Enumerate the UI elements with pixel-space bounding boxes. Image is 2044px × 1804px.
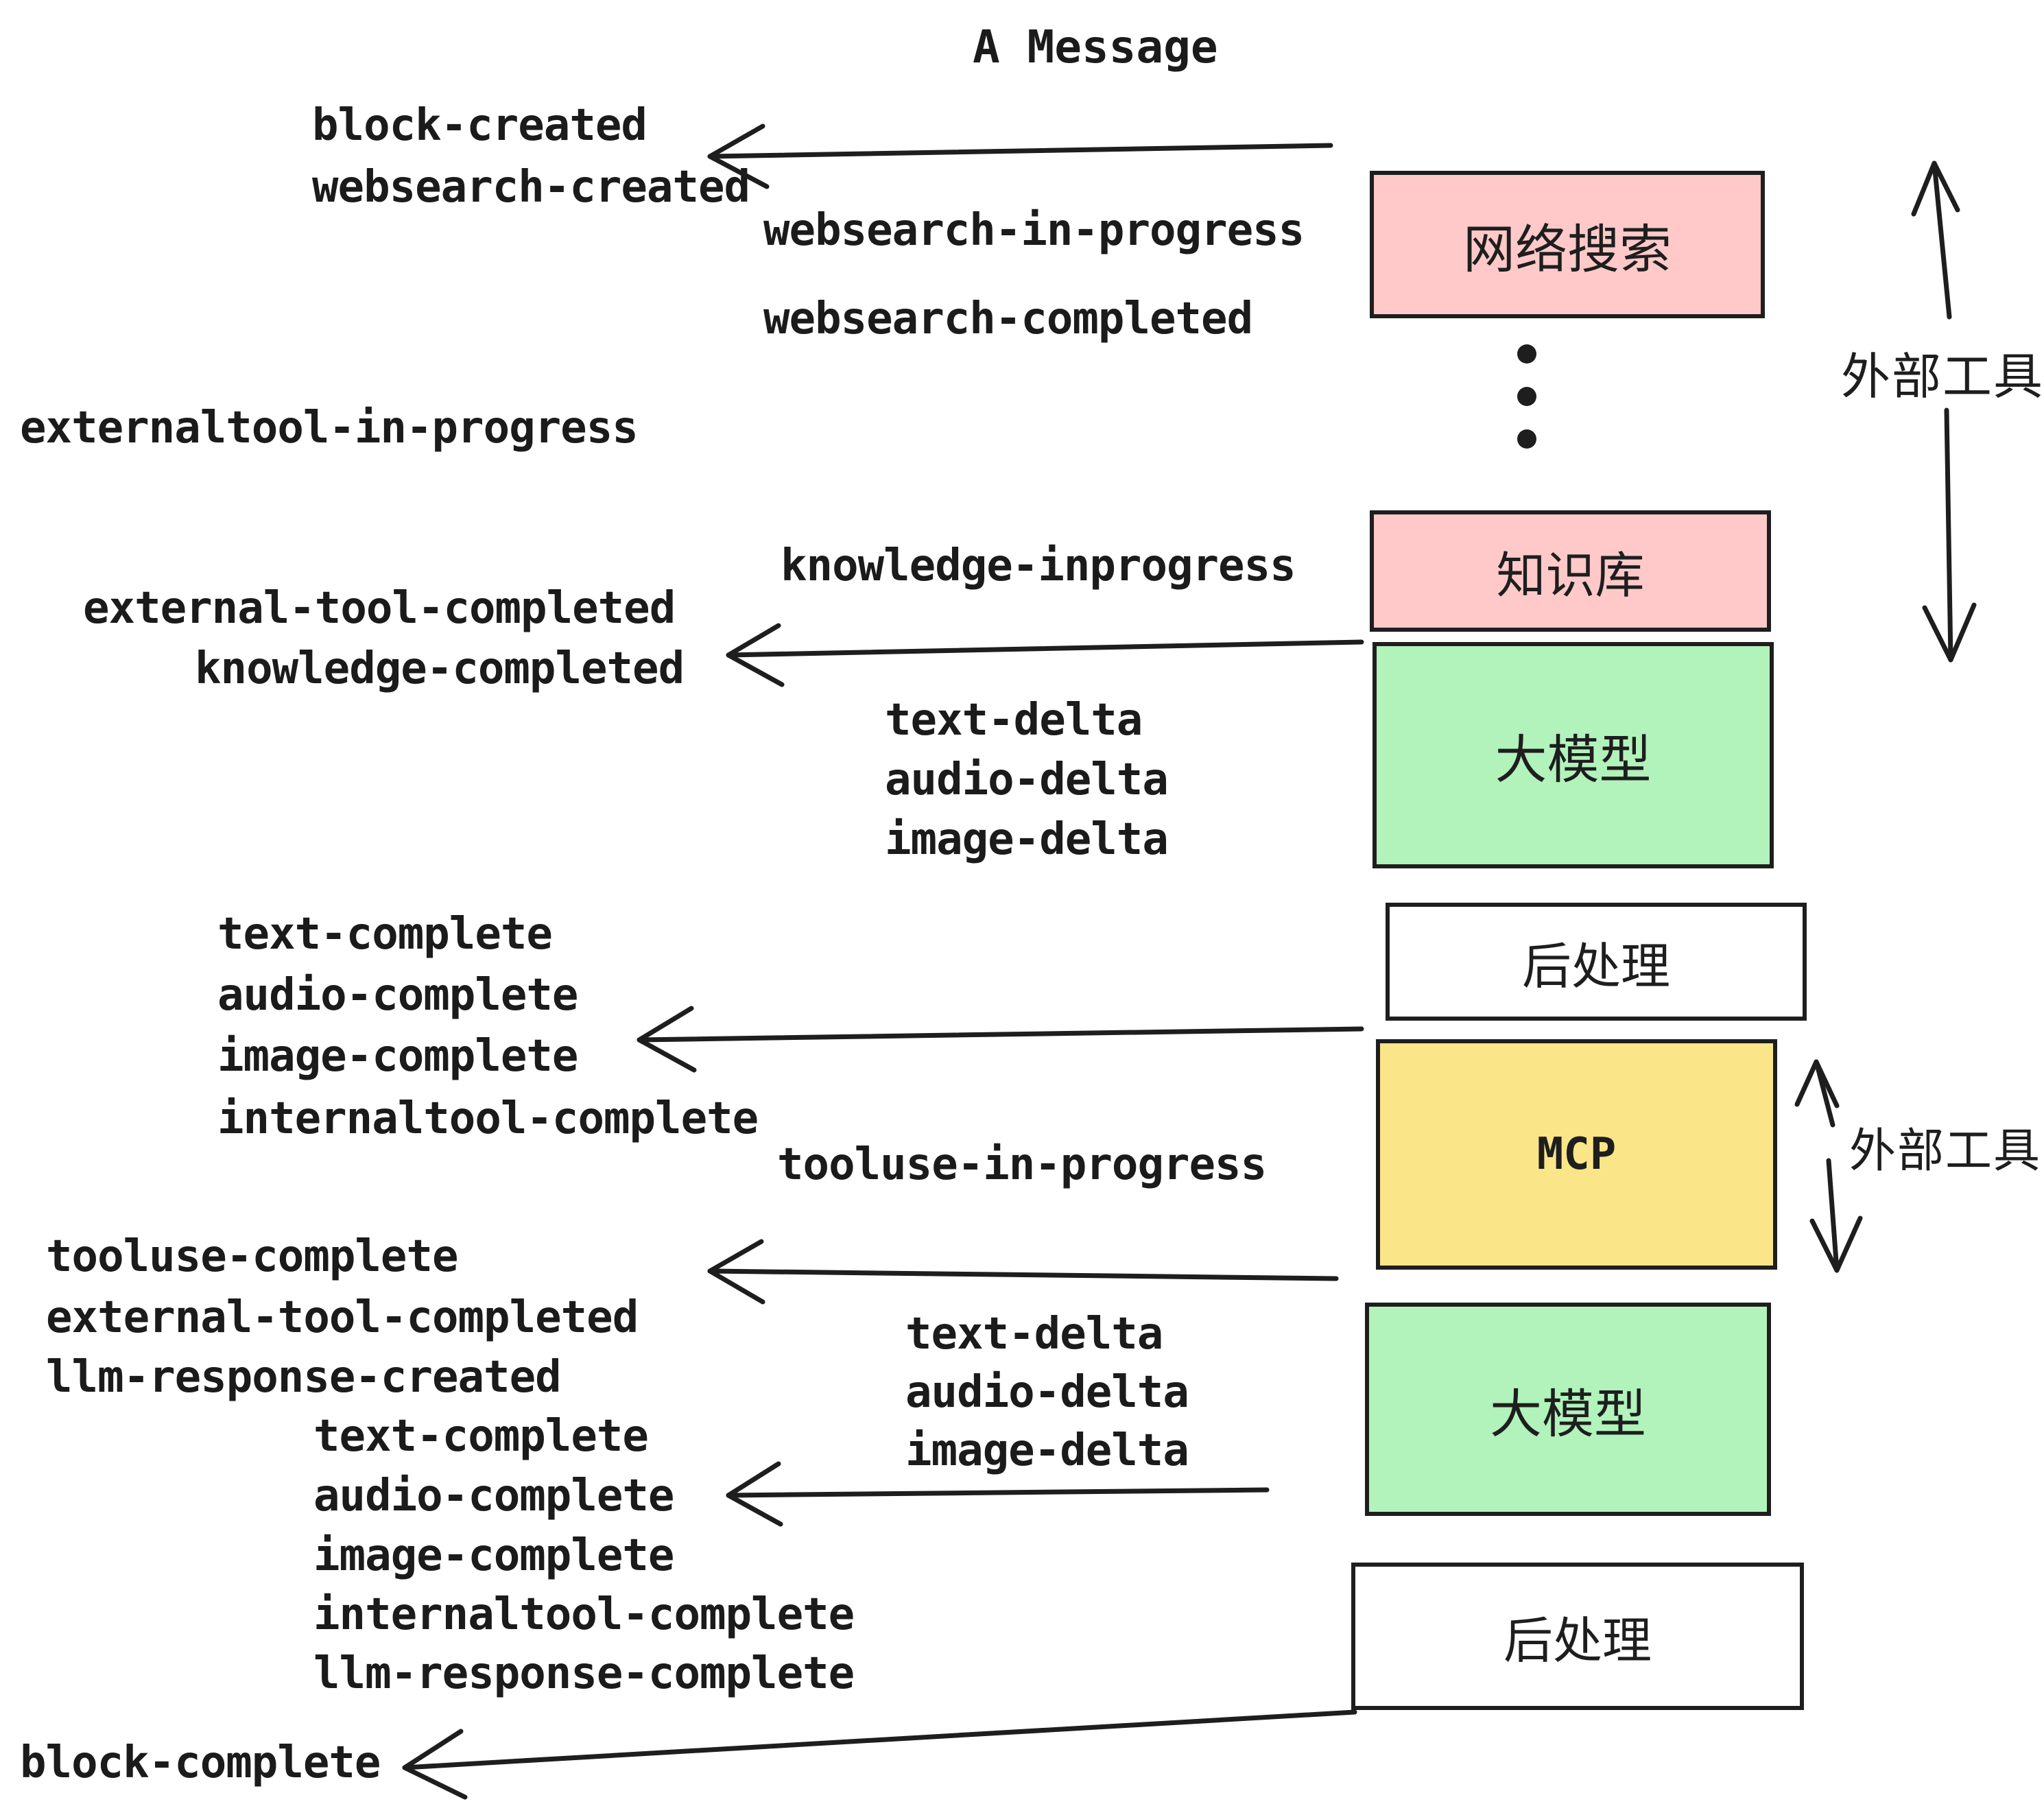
event-llm-response-created: llm-response-created xyxy=(46,1352,562,1403)
box-postprocess-1: 后处理 xyxy=(1386,903,1807,1021)
external-tools-down-arrow-icon xyxy=(1922,407,1977,663)
event-text-delta-2: text-delta xyxy=(905,1309,1163,1360)
event-audio-delta-2: audio-delta xyxy=(905,1367,1189,1418)
event-image-complete: image-complete xyxy=(217,1031,578,1082)
event-audio-delta: audio-delta xyxy=(885,755,1169,805)
arrow-to-block-complete-icon xyxy=(402,1709,1357,1800)
external-tools-up-arrow-icon xyxy=(1911,161,1960,320)
event-image-complete-2: image-complete xyxy=(313,1530,674,1581)
event-image-delta: image-delta xyxy=(885,814,1169,865)
event-text-delta: text-delta xyxy=(885,695,1143,746)
event-websearch-in-progress: websearch-in-progress xyxy=(763,205,1305,256)
arrow-to-tooluse-complete-icon xyxy=(707,1239,1339,1305)
arrow-to-image-complete-icon xyxy=(637,1006,1364,1073)
box-postprocess-2-label: 后处理 xyxy=(1503,1612,1652,1670)
box-websearch-label: 网络搜索 xyxy=(1463,218,1672,280)
box-llm-2: 大模型 xyxy=(1365,1303,1771,1516)
box-websearch: 网络搜索 xyxy=(1370,171,1765,318)
event-image-delta-2: image-delta xyxy=(905,1425,1189,1476)
diagram-title: A Message xyxy=(973,21,1218,73)
box-llm-2-label: 大模型 xyxy=(1490,1383,1646,1445)
event-knowledge-completed: knowledge-completed xyxy=(195,643,685,694)
event-websearch-completed: websearch-completed xyxy=(763,294,1253,344)
event-block-created: block-created xyxy=(312,100,647,151)
event-tooluse-in-progress: tooluse-in-progress xyxy=(777,1139,1267,1190)
event-websearch-created: websearch-created xyxy=(312,162,750,213)
vertical-ellipsis-icon xyxy=(1517,344,1536,449)
event-llm-response-complete: llm-response-complete xyxy=(313,1648,855,1699)
arrow-to-block-created-icon xyxy=(707,123,1333,189)
event-tooluse-complete: tooluse-complete xyxy=(46,1231,458,1282)
arrow-to-knowledge-completed-icon xyxy=(726,623,1364,687)
event-knowledge-inprogress: knowledge-inprogress xyxy=(781,541,1296,591)
box-knowledge: 知识库 xyxy=(1370,510,1771,632)
event-block-complete: block-complete xyxy=(20,1737,381,1788)
event-audio-complete: audio-complete xyxy=(217,970,578,1021)
label-external-tools-top: 外部工具 xyxy=(1841,348,2044,405)
box-knowledge-label: 知识库 xyxy=(1496,547,1645,604)
event-external-tool-completed-2: external-tool-completed xyxy=(46,1292,639,1343)
label-external-tools-mid: 外部工具 xyxy=(1849,1124,2042,1178)
box-postprocess-2: 后处理 xyxy=(1351,1563,1804,1710)
event-internaltool-complete: internaltool-complete xyxy=(217,1093,759,1144)
box-postprocess-1-label: 后处理 xyxy=(1521,937,1670,995)
mcp-up-arrow-icon xyxy=(1794,1059,1840,1128)
event-externaltool-in-progress: externaltool-in-progress xyxy=(20,403,639,453)
event-text-complete: text-complete xyxy=(217,909,553,960)
box-llm-1: 大模型 xyxy=(1372,642,1774,868)
box-mcp: MCP xyxy=(1376,1039,1777,1270)
box-llm-1-label: 大模型 xyxy=(1495,729,1652,790)
event-external-tool-completed: external-tool-completed xyxy=(83,583,676,634)
box-mcp-label: MCP xyxy=(1536,1129,1617,1180)
event-internaltool-complete-2: internaltool-complete xyxy=(313,1589,855,1640)
event-audio-complete-2: audio-complete xyxy=(313,1471,674,1521)
event-text-complete-2: text-complete xyxy=(313,1411,649,1462)
